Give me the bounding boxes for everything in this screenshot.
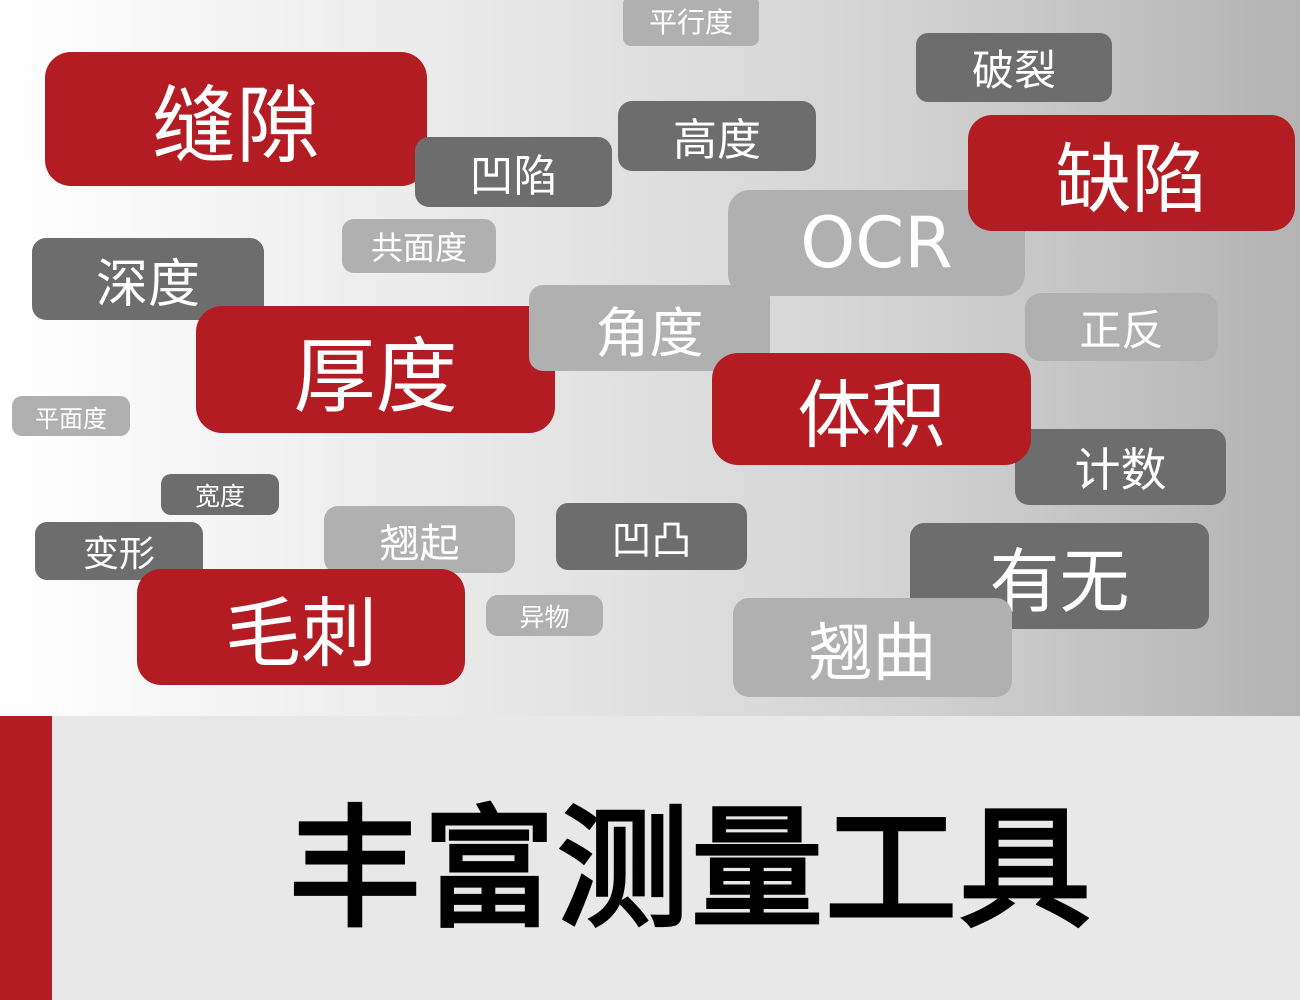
title-banner: 丰富测量工具 bbox=[0, 716, 1300, 1000]
tag-cloud: 平行度 破裂 缝隙 凹陷 高度 OCR 缺陷 共面度 深度 厚度 角度 正反 计… bbox=[0, 0, 1300, 716]
tag-height: 高度 bbox=[618, 101, 816, 171]
tag-warp: 翘曲 bbox=[733, 598, 1012, 697]
tag-dent: 凹陷 bbox=[415, 137, 612, 207]
page-title: 丰富测量工具 bbox=[289, 792, 1093, 947]
tag-parallelism: 平行度 bbox=[623, 0, 759, 46]
tag-count: 计数 bbox=[1015, 429, 1226, 505]
tag-coplanarity: 共面度 bbox=[342, 219, 496, 273]
tag-bump: 凹凸 bbox=[556, 503, 747, 570]
tag-width: 宽度 bbox=[161, 474, 279, 515]
tag-burr: 毛刺 bbox=[137, 569, 465, 685]
tag-foreign-matter: 异物 bbox=[486, 595, 603, 636]
tag-flatness: 平面度 bbox=[12, 396, 130, 436]
tag-lift: 翘起 bbox=[324, 506, 515, 573]
tag-defect: 缺陷 bbox=[968, 115, 1295, 231]
tag-gap: 缝隙 bbox=[45, 52, 427, 186]
tag-thickness: 厚度 bbox=[196, 306, 555, 433]
accent-bar bbox=[0, 716, 52, 1000]
tag-front-back: 正反 bbox=[1025, 293, 1218, 361]
tag-volume: 体积 bbox=[712, 353, 1031, 465]
tag-crack: 破裂 bbox=[916, 33, 1112, 102]
